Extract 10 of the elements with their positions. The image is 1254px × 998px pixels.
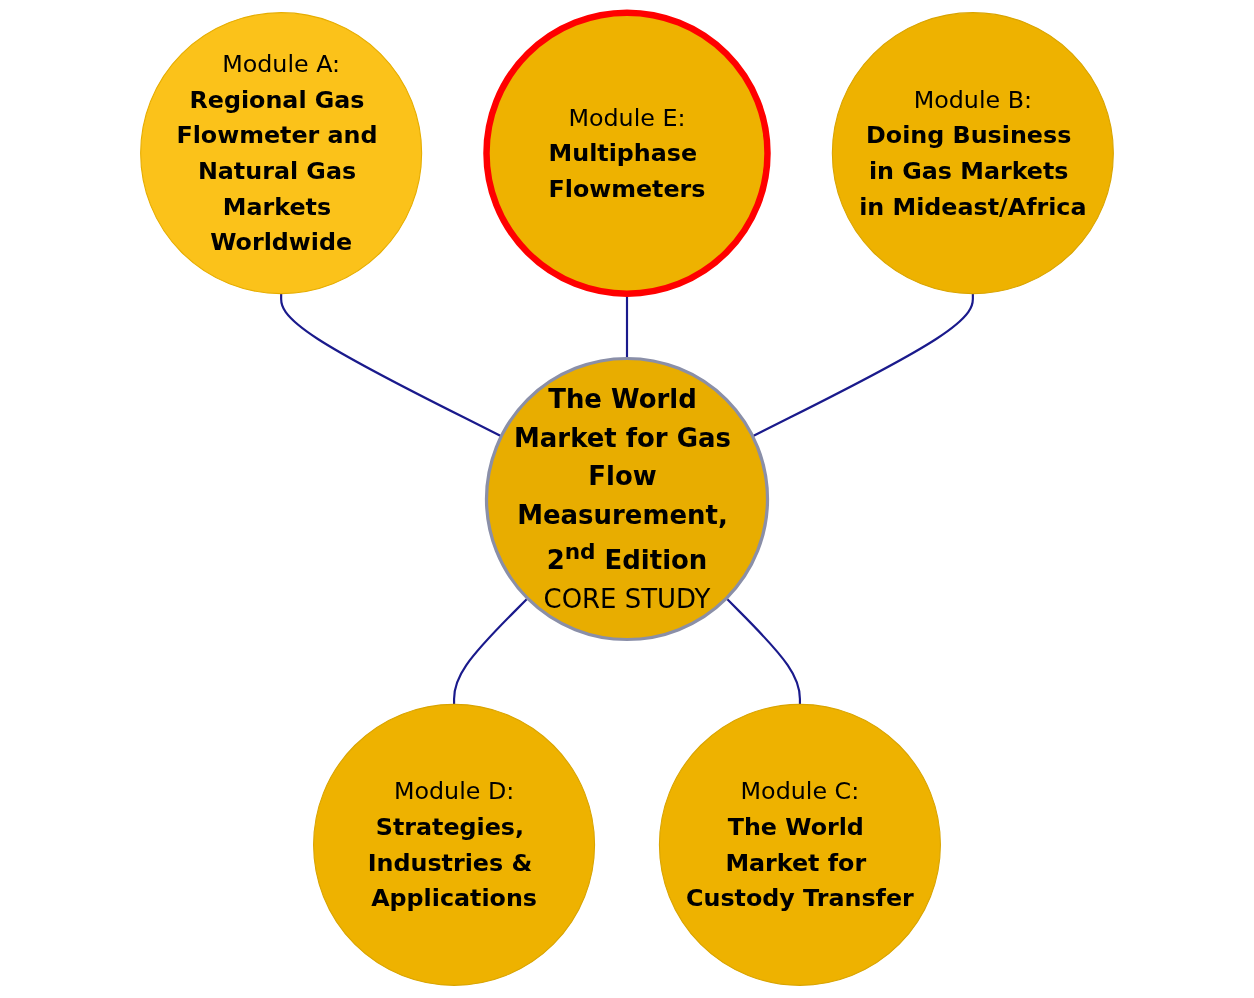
connector	[280, 293, 502, 438]
node-circle: The World Market for Gas Flow Measurement, 2$^{nd}$ Edition CORE STUDY	[484, 356, 770, 642]
node-circle: Module D: Strategies, Industries & Applications	[313, 703, 596, 986]
connector	[453, 597, 529, 705]
node-circle: Module C: The World Market for Custody Transfer	[658, 703, 941, 986]
node-circle: Module B: Doing Business in Gas Markets in Mideast/Africa	[831, 12, 1114, 295]
connector	[725, 597, 801, 705]
connector	[752, 293, 974, 438]
node-circle: Module A: Regional Gas Flowmeter and Natural Gas Markets Worldwide	[140, 12, 423, 295]
node-circle: Module E: Multiphase Flowmeters	[483, 9, 771, 297]
